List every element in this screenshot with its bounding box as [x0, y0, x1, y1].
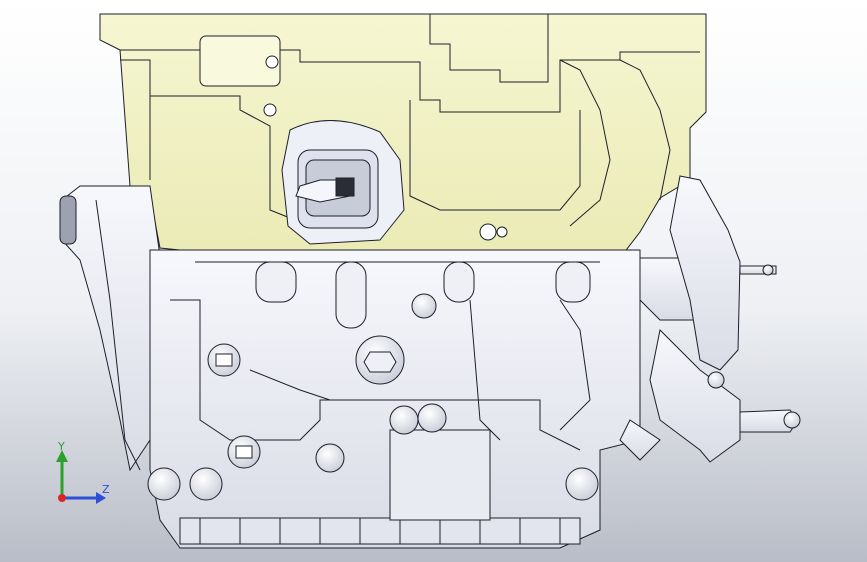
- y-axis-label: Y: [58, 440, 65, 453]
- actuator-linkage[interactable]: [619, 175, 801, 463]
- triad-icon: [56, 450, 106, 504]
- lower-housing[interactable]: [149, 249, 641, 549]
- connector-boss[interactable]: [281, 120, 405, 245]
- fasteners: [147, 223, 599, 501]
- left-flange[interactable]: [59, 185, 161, 472]
- orientation-triad: Y Z: [48, 440, 118, 510]
- z-axis-label: Z: [102, 483, 110, 496]
- upper-housing[interactable]: [99, 13, 707, 271]
